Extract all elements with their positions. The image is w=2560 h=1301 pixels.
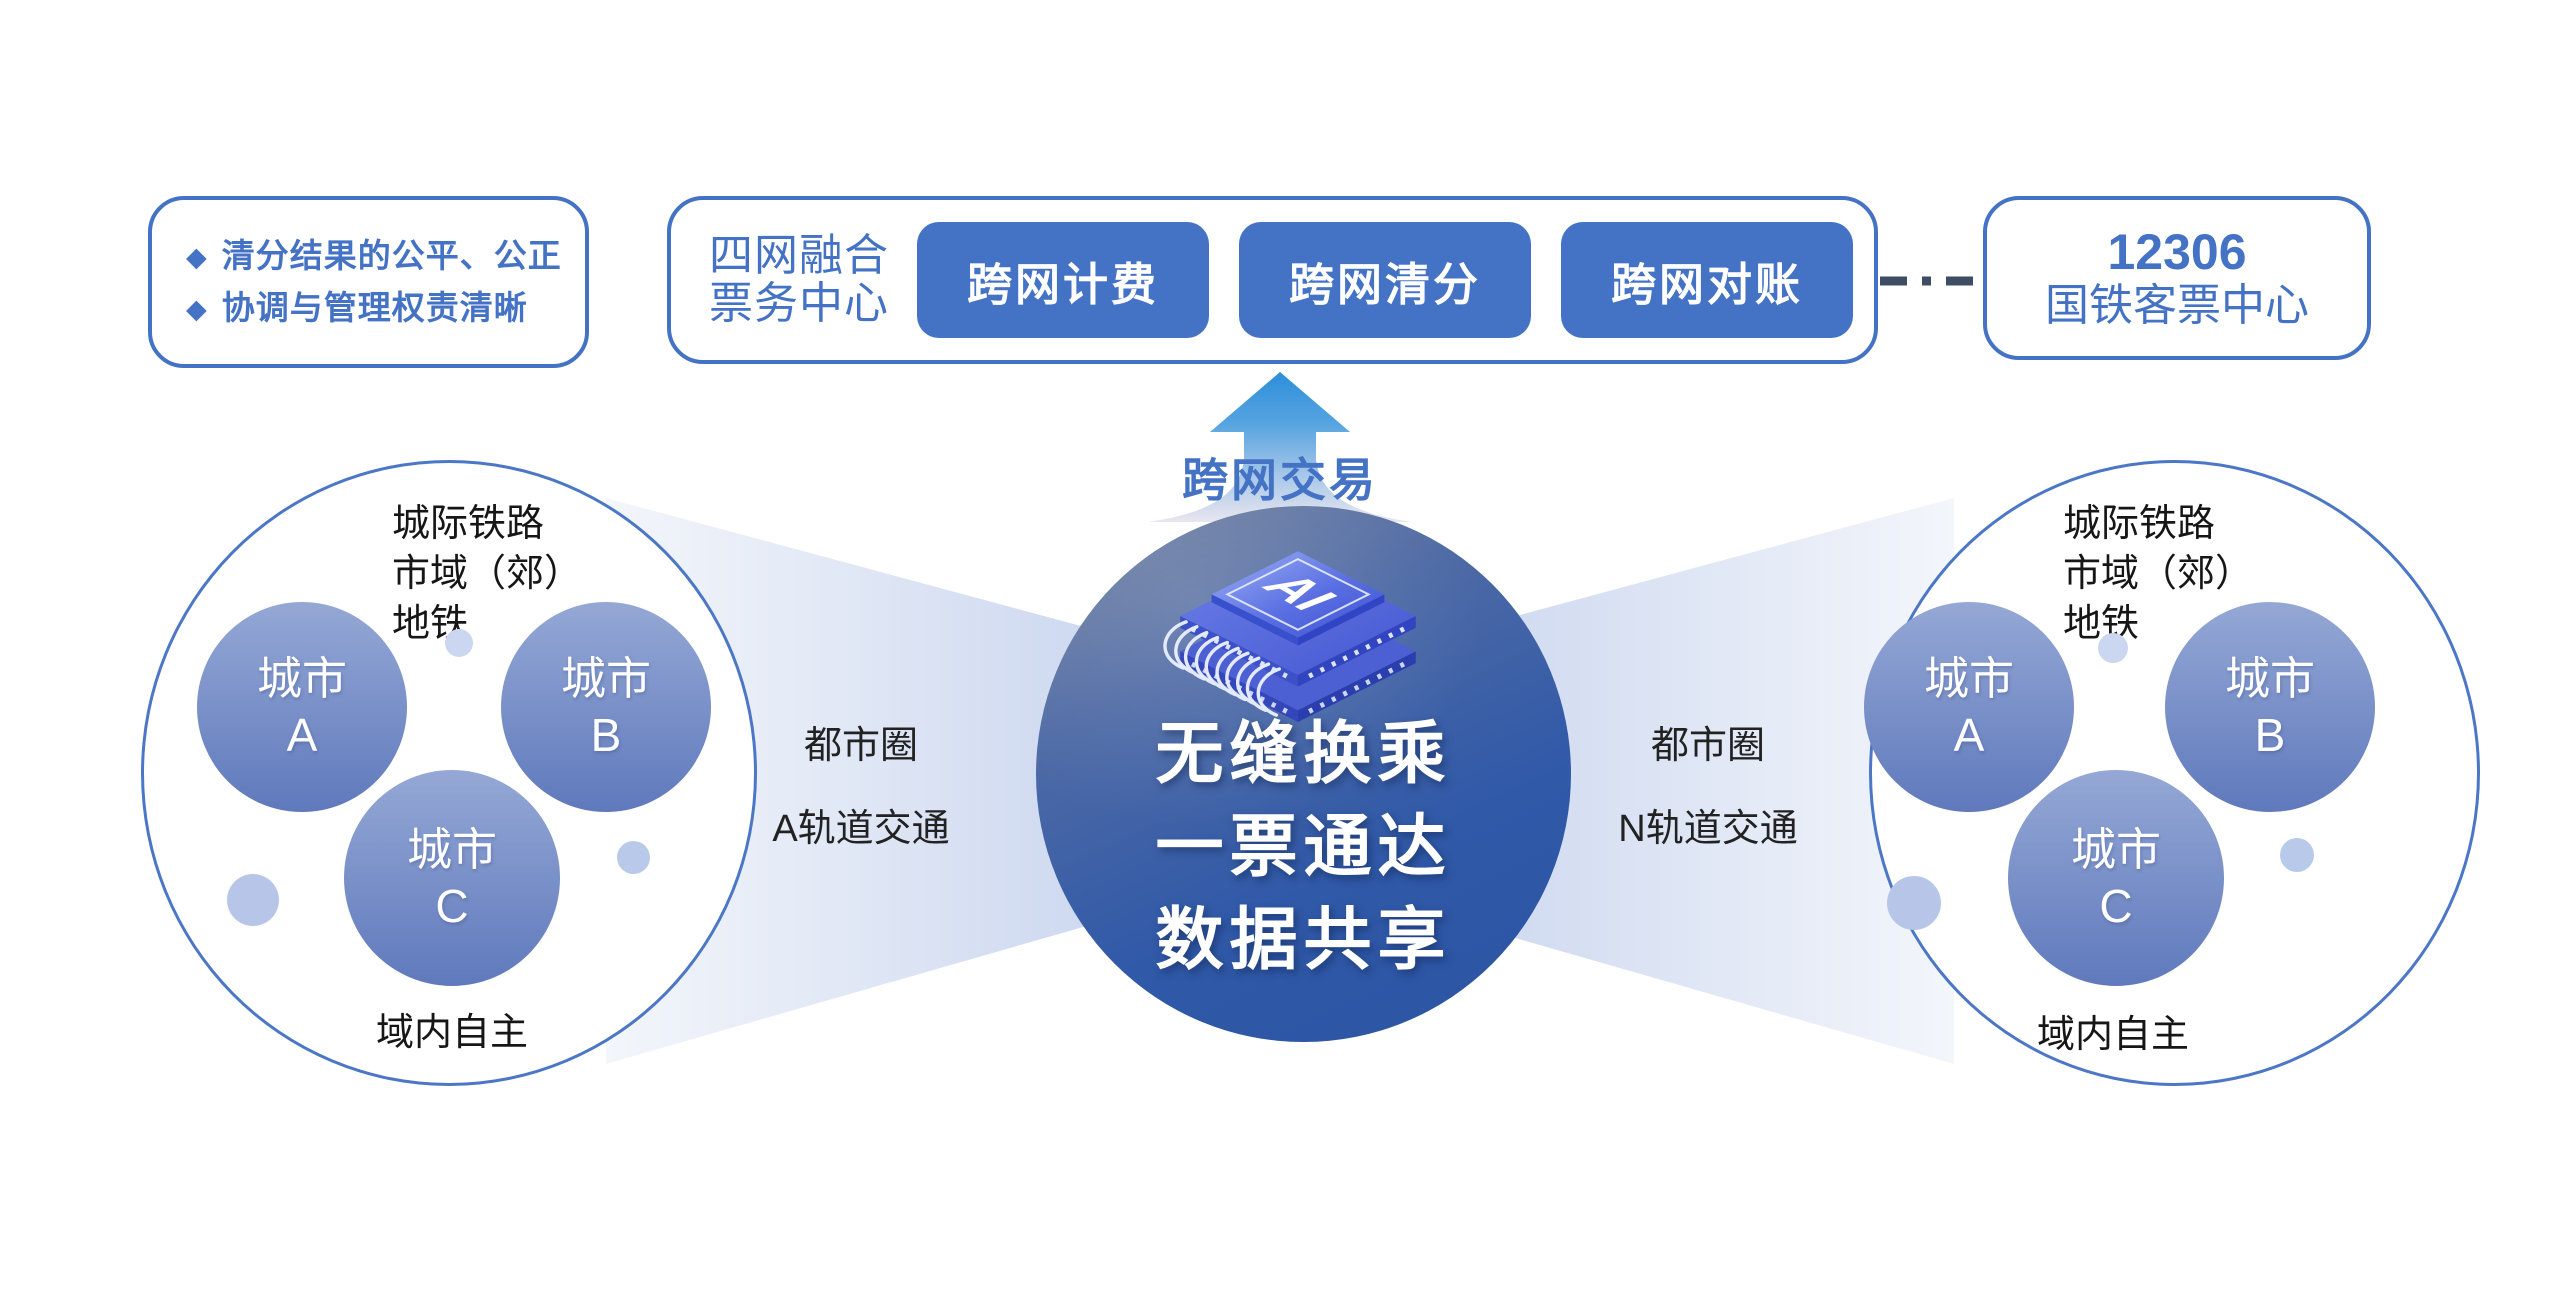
slogan-line: 数据共享 — [1155, 902, 1452, 978]
rail-transit-label: N轨道交通 — [1618, 808, 1798, 850]
central-hub-circle: AI 无缝换乘 一票通达 数据共享 — [1036, 506, 1571, 1042]
principle-text: 协调与管理权责清晰 — [221, 289, 528, 326]
city-name: 城市 — [560, 653, 651, 704]
city-a-circle: 城市 A — [1864, 602, 2074, 812]
city-name: 城市 — [2070, 824, 2161, 875]
header-line: 市域（郊） — [392, 553, 583, 595]
city-id: B — [2254, 709, 2286, 761]
ticket-center-label-line2: 票务中心 — [709, 279, 889, 328]
cross-network-reconciliation-button: 跨网对账 — [1561, 222, 1853, 338]
city-id: A — [1953, 709, 1985, 761]
city-c-circle: 城市 C — [344, 770, 560, 986]
header-line: 城际铁路 — [392, 503, 545, 545]
principles-box: ◆ 清分结果的公平、公正 ◆ 协调与管理权责清晰 — [148, 196, 589, 368]
city-id: A — [286, 709, 318, 761]
city-a-circle: 城市 A — [197, 602, 407, 812]
railway-ticket-center-box: 12306 国铁客票中心 — [1983, 196, 2371, 360]
hub-slogan: 无缝换乘 一票通达 数据共享 — [1036, 708, 1571, 987]
ticket-center-box: 四网融合 票务中心 跨网计费 跨网清分 跨网对账 — [667, 196, 1878, 364]
city-name: 城市 — [1923, 653, 2014, 704]
header-line: 市域（郊） — [2063, 553, 2254, 595]
decor-dot — [2280, 838, 2314, 872]
decor-dot — [617, 841, 650, 874]
cross-network-clearing-button: 跨网清分 — [1239, 222, 1531, 338]
decor-dot — [445, 629, 473, 657]
railway-name: 国铁客票中心 — [2045, 281, 2309, 330]
city-name: 城市 — [406, 824, 497, 875]
metro-area-label: 都市圈 — [1650, 725, 1765, 767]
city-name: 城市 — [2224, 653, 2315, 704]
right-region-circle: 城际铁路 市域（郊） 地铁 城市 A 城市 B 城市 C 域内自主 — [1864, 460, 2480, 1086]
city-id: C — [435, 880, 469, 932]
left-link-label: 都市圈 A轨道交通 — [736, 714, 986, 852]
ai-chip-icon: AI — [1148, 510, 1444, 722]
ticket-center-label: 四网融合 票务中心 — [709, 200, 889, 360]
city-c-circle: 城市 C — [2008, 770, 2224, 986]
principle-text: 清分结果的公平、公正 — [221, 237, 562, 274]
cross-network-transaction-label: 跨网交易 — [1182, 454, 1378, 506]
chip-wire-pins — [1163, 620, 1282, 717]
rail-transit-label: A轨道交通 — [772, 808, 950, 850]
slogan-line: 无缝换乘 — [1155, 716, 1452, 792]
decor-dot — [1887, 876, 1941, 930]
city-id: C — [2099, 880, 2133, 932]
decor-dot — [227, 874, 279, 926]
diamond-bullet-icon: ◆ — [186, 294, 208, 324]
slogan-line: 一票通达 — [1155, 809, 1452, 885]
metro-area-label: 都市圈 — [803, 725, 918, 767]
city-b-circle: 城市 B — [2165, 602, 2375, 812]
city-id: B — [590, 709, 622, 761]
principle-item: ◆ 清分结果的公平、公正 — [186, 230, 585, 282]
header-line: 城际铁路 — [2063, 503, 2216, 545]
ticket-center-label-line1: 四网融合 — [709, 231, 889, 280]
left-region-circle: 城际铁路 市域（郊） 地铁 城市 A 城市 B 城市 C 域内自主 — [141, 460, 757, 1086]
chip-die — [1211, 551, 1385, 646]
railway-code: 12306 — [2107, 224, 2247, 280]
cross-network-billing-button: 跨网计费 — [917, 222, 1209, 338]
city-b-circle: 城市 B — [501, 602, 711, 812]
right-region-footer: 域内自主 — [2036, 1014, 2189, 1056]
left-region-footer: 域内自主 — [375, 1012, 528, 1054]
diamond-bullet-icon: ◆ — [186, 242, 208, 272]
right-link-label: 都市圈 N轨道交通 — [1583, 714, 1833, 852]
principle-item: ◆ 协调与管理权责清晰 — [186, 282, 585, 334]
decor-dot — [2098, 633, 2128, 663]
city-name: 城市 — [256, 653, 347, 704]
